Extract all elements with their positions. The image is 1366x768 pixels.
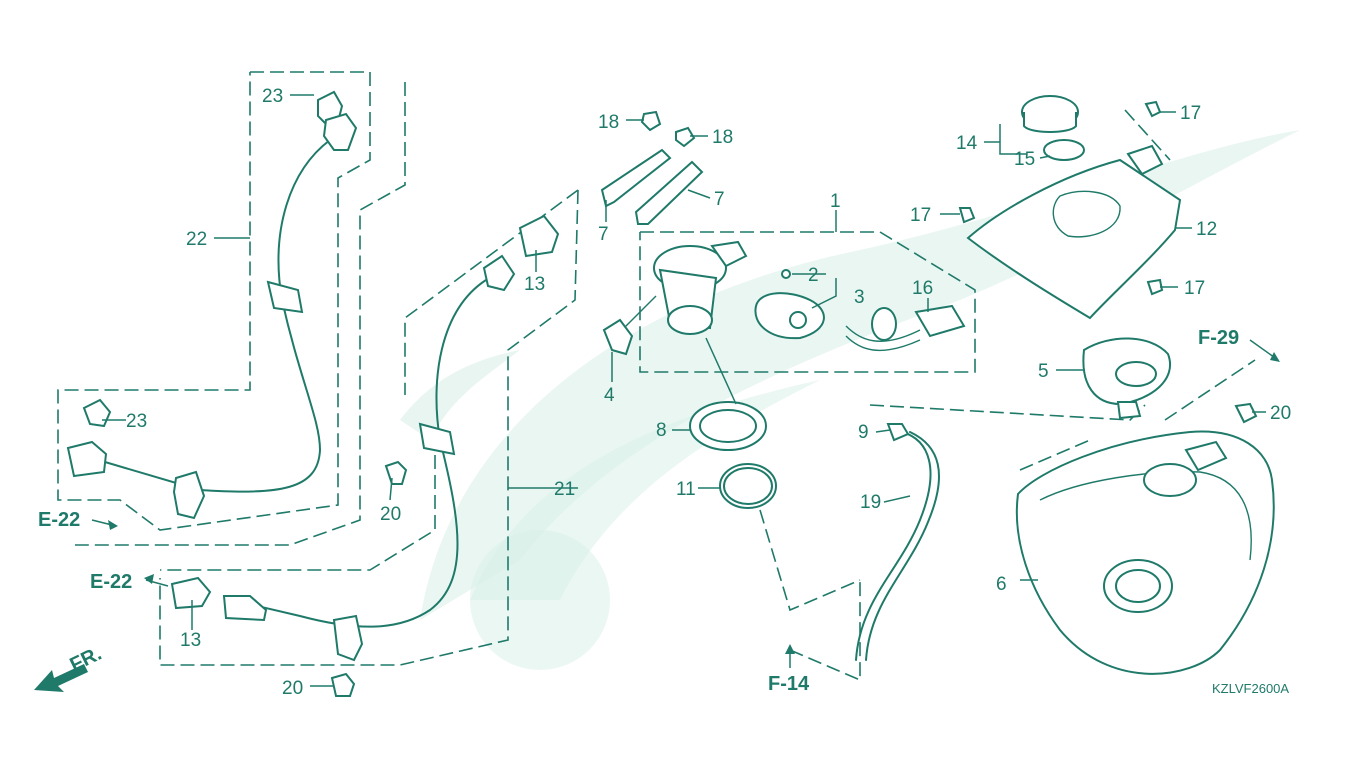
callout-9: 9 <box>858 422 869 443</box>
callout-14: 14 <box>956 133 978 154</box>
brackets-7 <box>600 110 704 225</box>
callout-17-right: 17 <box>1184 278 1205 299</box>
callout-7-right: 7 <box>714 189 725 210</box>
callout-2: 2 <box>808 265 819 286</box>
ref-e22-lower: E-22 <box>90 571 132 593</box>
front-direction-arrow: FR. <box>34 643 105 692</box>
callout-8: 8 <box>656 420 667 441</box>
callout-17-left: 17 <box>910 205 931 226</box>
callout-13-upper: 13 <box>524 274 545 295</box>
callout-7-left: 7 <box>598 224 609 245</box>
callout-1: 1 <box>830 191 841 212</box>
callout-16: 16 <box>912 278 933 299</box>
callout-3: 3 <box>854 287 865 308</box>
callout-11: 11 <box>676 479 696 500</box>
callout-23-lower: 23 <box>126 411 147 432</box>
callout-19: 19 <box>860 492 881 513</box>
callout-20-right: 20 <box>1270 403 1291 424</box>
callout-18-left: 18 <box>598 112 619 133</box>
fuel-pump-assembly <box>602 240 966 356</box>
callout-12: 12 <box>1196 219 1217 240</box>
hose-19 <box>855 423 940 661</box>
rings <box>689 337 777 509</box>
callout-18-right: 18 <box>712 127 733 148</box>
tank-cover-12 <box>958 95 1182 320</box>
callout-5: 5 <box>1038 361 1049 382</box>
callout-13-lower: 13 <box>180 630 201 651</box>
callout-4: 4 <box>604 385 615 406</box>
reference-labels: E-22 E-22 F-14 F-29 <box>38 327 1280 695</box>
callout-20-bottom: 20 <box>282 678 303 699</box>
callout-6: 6 <box>996 574 1007 595</box>
diagram-code: KZLVF2600A <box>1212 681 1289 696</box>
filler-neck-5 <box>1082 337 1171 420</box>
cable-22 <box>66 90 358 520</box>
watermark <box>400 130 1300 670</box>
callout-20-left: 20 <box>380 504 401 525</box>
ref-e22-left: E-22 <box>38 509 80 531</box>
callout-labels: 23 22 23 20 13 21 13 20 18 18 7 7 1 2 3 … <box>126 86 1291 699</box>
callout-23-top: 23 <box>262 86 283 107</box>
callout-17-top: 17 <box>1180 103 1201 124</box>
fuel-tank-6 <box>1015 402 1275 675</box>
cable-21 <box>170 214 560 697</box>
callout-21: 21 <box>554 479 575 500</box>
callout-22: 22 <box>186 229 207 250</box>
ref-f14: F-14 <box>768 673 810 695</box>
leader-lines <box>102 94 1266 687</box>
callout-15: 15 <box>1014 149 1035 170</box>
ref-f29: F-29 <box>1198 327 1239 349</box>
